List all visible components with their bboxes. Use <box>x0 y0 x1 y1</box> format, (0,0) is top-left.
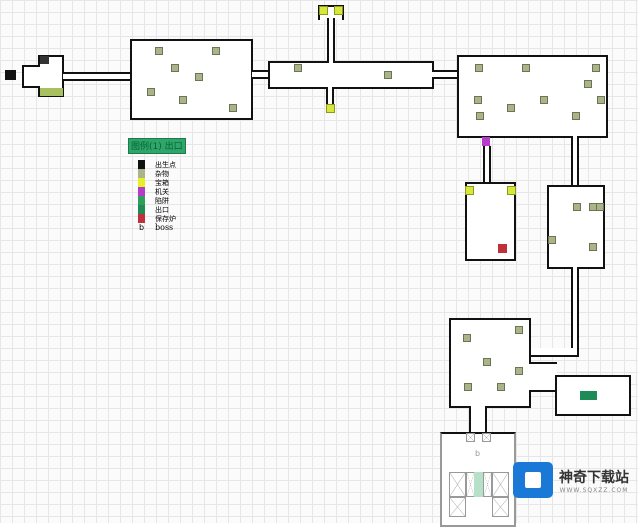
clutter <box>464 383 472 391</box>
corridor <box>571 267 579 356</box>
legend-item: 陷阱 <box>138 196 186 205</box>
clutter <box>584 80 592 88</box>
legend-item: 杂物 <box>138 169 186 178</box>
legend-label: 机关 <box>155 187 169 196</box>
legend: 图例(1) 出口 出生点杂物宝箱机关陷阱出口保存炉 b boss <box>128 138 186 232</box>
room-e <box>547 185 605 269</box>
legend-item: 出口 <box>138 205 186 214</box>
legend-swatch <box>138 214 145 223</box>
corridor <box>483 146 491 184</box>
clutter <box>229 104 237 112</box>
clutter <box>589 243 597 251</box>
start-room-annex <box>22 65 40 88</box>
blocked-tile <box>466 433 475 442</box>
clutter <box>507 104 515 112</box>
watermark: 神奇下载站 WWW.SQXZZ.COM <box>513 462 629 498</box>
clutter <box>476 112 484 120</box>
dark-block <box>40 56 49 64</box>
clutter <box>573 203 581 211</box>
clutter <box>195 73 203 81</box>
clutter <box>515 367 523 375</box>
hall-b <box>268 61 434 89</box>
clutter <box>596 203 604 211</box>
chest <box>334 6 343 15</box>
blocked-tile <box>492 497 509 517</box>
legend-swatch <box>138 187 145 196</box>
corridor <box>63 72 131 81</box>
clutter <box>540 96 548 104</box>
room-d <box>465 182 516 261</box>
legend-label: 杂物 <box>155 169 169 178</box>
exit <box>580 391 597 400</box>
watermark-name: 神奇下载站 <box>559 469 629 486</box>
legend-item: 保存炉 <box>138 214 186 223</box>
clutter <box>497 383 505 391</box>
legend-item: 宝箱 <box>138 178 186 187</box>
save-furnace <box>498 244 507 253</box>
legend-label: 出生点 <box>155 160 176 169</box>
clutter <box>212 47 220 55</box>
blocked-tile <box>449 472 466 497</box>
corridor <box>432 70 458 79</box>
corridor <box>571 136 579 187</box>
spawn-point <box>5 70 16 80</box>
blocked-tile <box>483 472 492 497</box>
legend-swatch <box>138 169 145 178</box>
boss-spot <box>474 472 483 497</box>
chest <box>326 104 335 113</box>
corridor <box>326 87 334 107</box>
legend-item: 机关 <box>138 187 186 196</box>
legend-boss-marker: b <box>138 223 145 232</box>
legend-label: 宝箱 <box>155 178 169 187</box>
legend-item: 出生点 <box>138 160 186 169</box>
clutter <box>572 112 580 120</box>
clutter <box>294 64 302 72</box>
blocked-tile <box>449 497 466 517</box>
clutter <box>483 358 491 366</box>
item-strip <box>40 88 63 96</box>
clutter <box>597 96 605 104</box>
corridor <box>529 348 579 357</box>
clutter <box>475 64 483 72</box>
bag-logo-icon <box>513 462 553 498</box>
legend-swatch <box>138 160 145 169</box>
chest <box>507 186 516 195</box>
clutter <box>171 64 179 72</box>
clutter <box>463 334 471 342</box>
chest <box>319 6 328 15</box>
corridor <box>327 18 335 63</box>
legend-swatch <box>138 178 145 187</box>
clutter <box>522 64 530 72</box>
chest <box>465 186 474 195</box>
blocked-tile <box>482 433 491 442</box>
clutter <box>548 236 556 244</box>
legend-label: 陷阱 <box>155 196 169 205</box>
clutter <box>515 326 523 334</box>
corridor <box>252 70 269 79</box>
clutter <box>147 88 155 96</box>
boss-marker: b <box>475 449 481 458</box>
legend-swatch <box>138 196 145 205</box>
legend-boss-label: boss <box>155 223 174 232</box>
legend-swatch <box>138 205 145 214</box>
blocked-tile <box>492 472 509 497</box>
clutter <box>474 96 482 104</box>
legend-title: 图例(1) 出口 <box>128 138 186 154</box>
clutter <box>384 71 392 79</box>
corridor <box>469 406 487 434</box>
mechanism <box>482 137 490 146</box>
corridor <box>529 362 557 392</box>
legend-label: 出口 <box>155 205 169 214</box>
clutter <box>592 64 600 72</box>
clutter <box>179 96 187 104</box>
watermark-url: WWW.SQXZZ.COM <box>559 486 629 494</box>
clutter <box>155 47 163 55</box>
legend-label: 保存炉 <box>155 214 176 223</box>
